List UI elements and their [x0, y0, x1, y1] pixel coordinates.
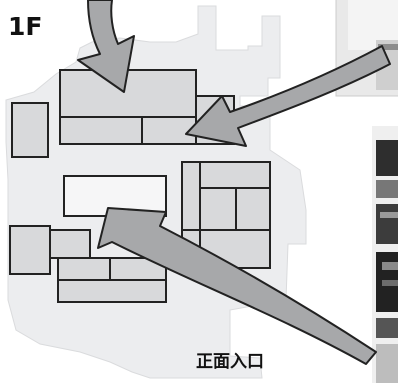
- room-lower-left: [9, 225, 51, 275]
- arrows: [77, 0, 391, 365]
- arrow-bottom-long: [97, 207, 377, 365]
- floor-label: 1F: [8, 12, 43, 41]
- entrance-label: 正面入口: [196, 352, 264, 372]
- room-left-small: [11, 102, 49, 158]
- room-top-block: [59, 69, 197, 145]
- room-lower-mid-a: [49, 229, 91, 259]
- arrow-top-right: [185, 45, 391, 147]
- photo-thumbnail-bottom: [372, 126, 398, 383]
- arrow-top-left: [77, 0, 135, 93]
